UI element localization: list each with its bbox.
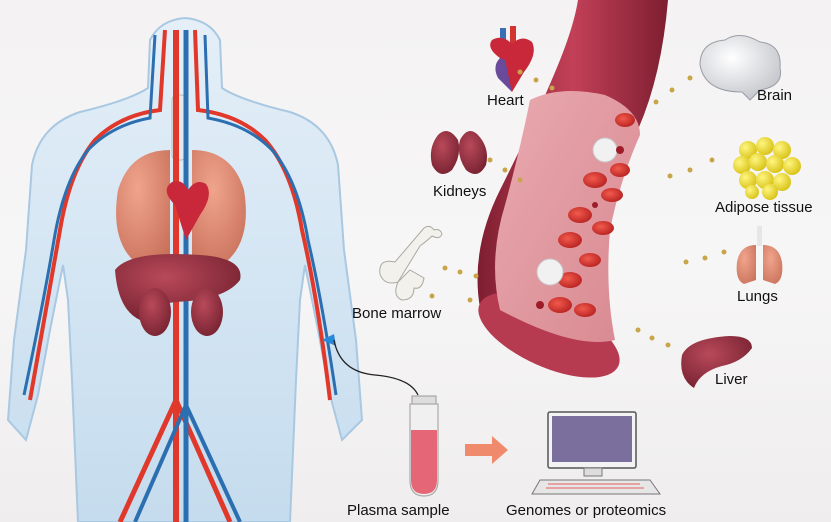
human-body-icon	[6, 16, 364, 522]
bone-marrow-label: Bone marrow	[352, 305, 442, 322]
liver-label: Liver	[715, 371, 748, 388]
heart-icon	[490, 26, 534, 92]
arrow-right-icon	[465, 436, 508, 464]
lungs-icon	[736, 226, 783, 284]
lungs-label: Lungs	[737, 288, 778, 305]
plasma-sample-label: Plasma sample	[347, 502, 450, 519]
circulating-particles	[429, 69, 727, 348]
bone-icon	[379, 225, 443, 301]
sample-line	[333, 339, 419, 396]
adipose-tissue-label: Adipose tissue	[715, 199, 813, 216]
heart-label: Heart	[487, 92, 524, 109]
kidneys-icon	[430, 131, 487, 174]
test-tube-icon	[409, 395, 439, 497]
kidneys-label: Kidneys	[433, 183, 487, 200]
adipose-tissue-icon	[733, 137, 801, 200]
blood-vessel-icon	[477, 0, 668, 378]
liver-icon	[681, 336, 752, 388]
computer-icon	[531, 411, 661, 495]
brain-icon	[699, 35, 782, 101]
genomes-proteomics-label: Genomes or proteomics	[506, 502, 667, 519]
brain-label: Brain	[757, 87, 793, 104]
